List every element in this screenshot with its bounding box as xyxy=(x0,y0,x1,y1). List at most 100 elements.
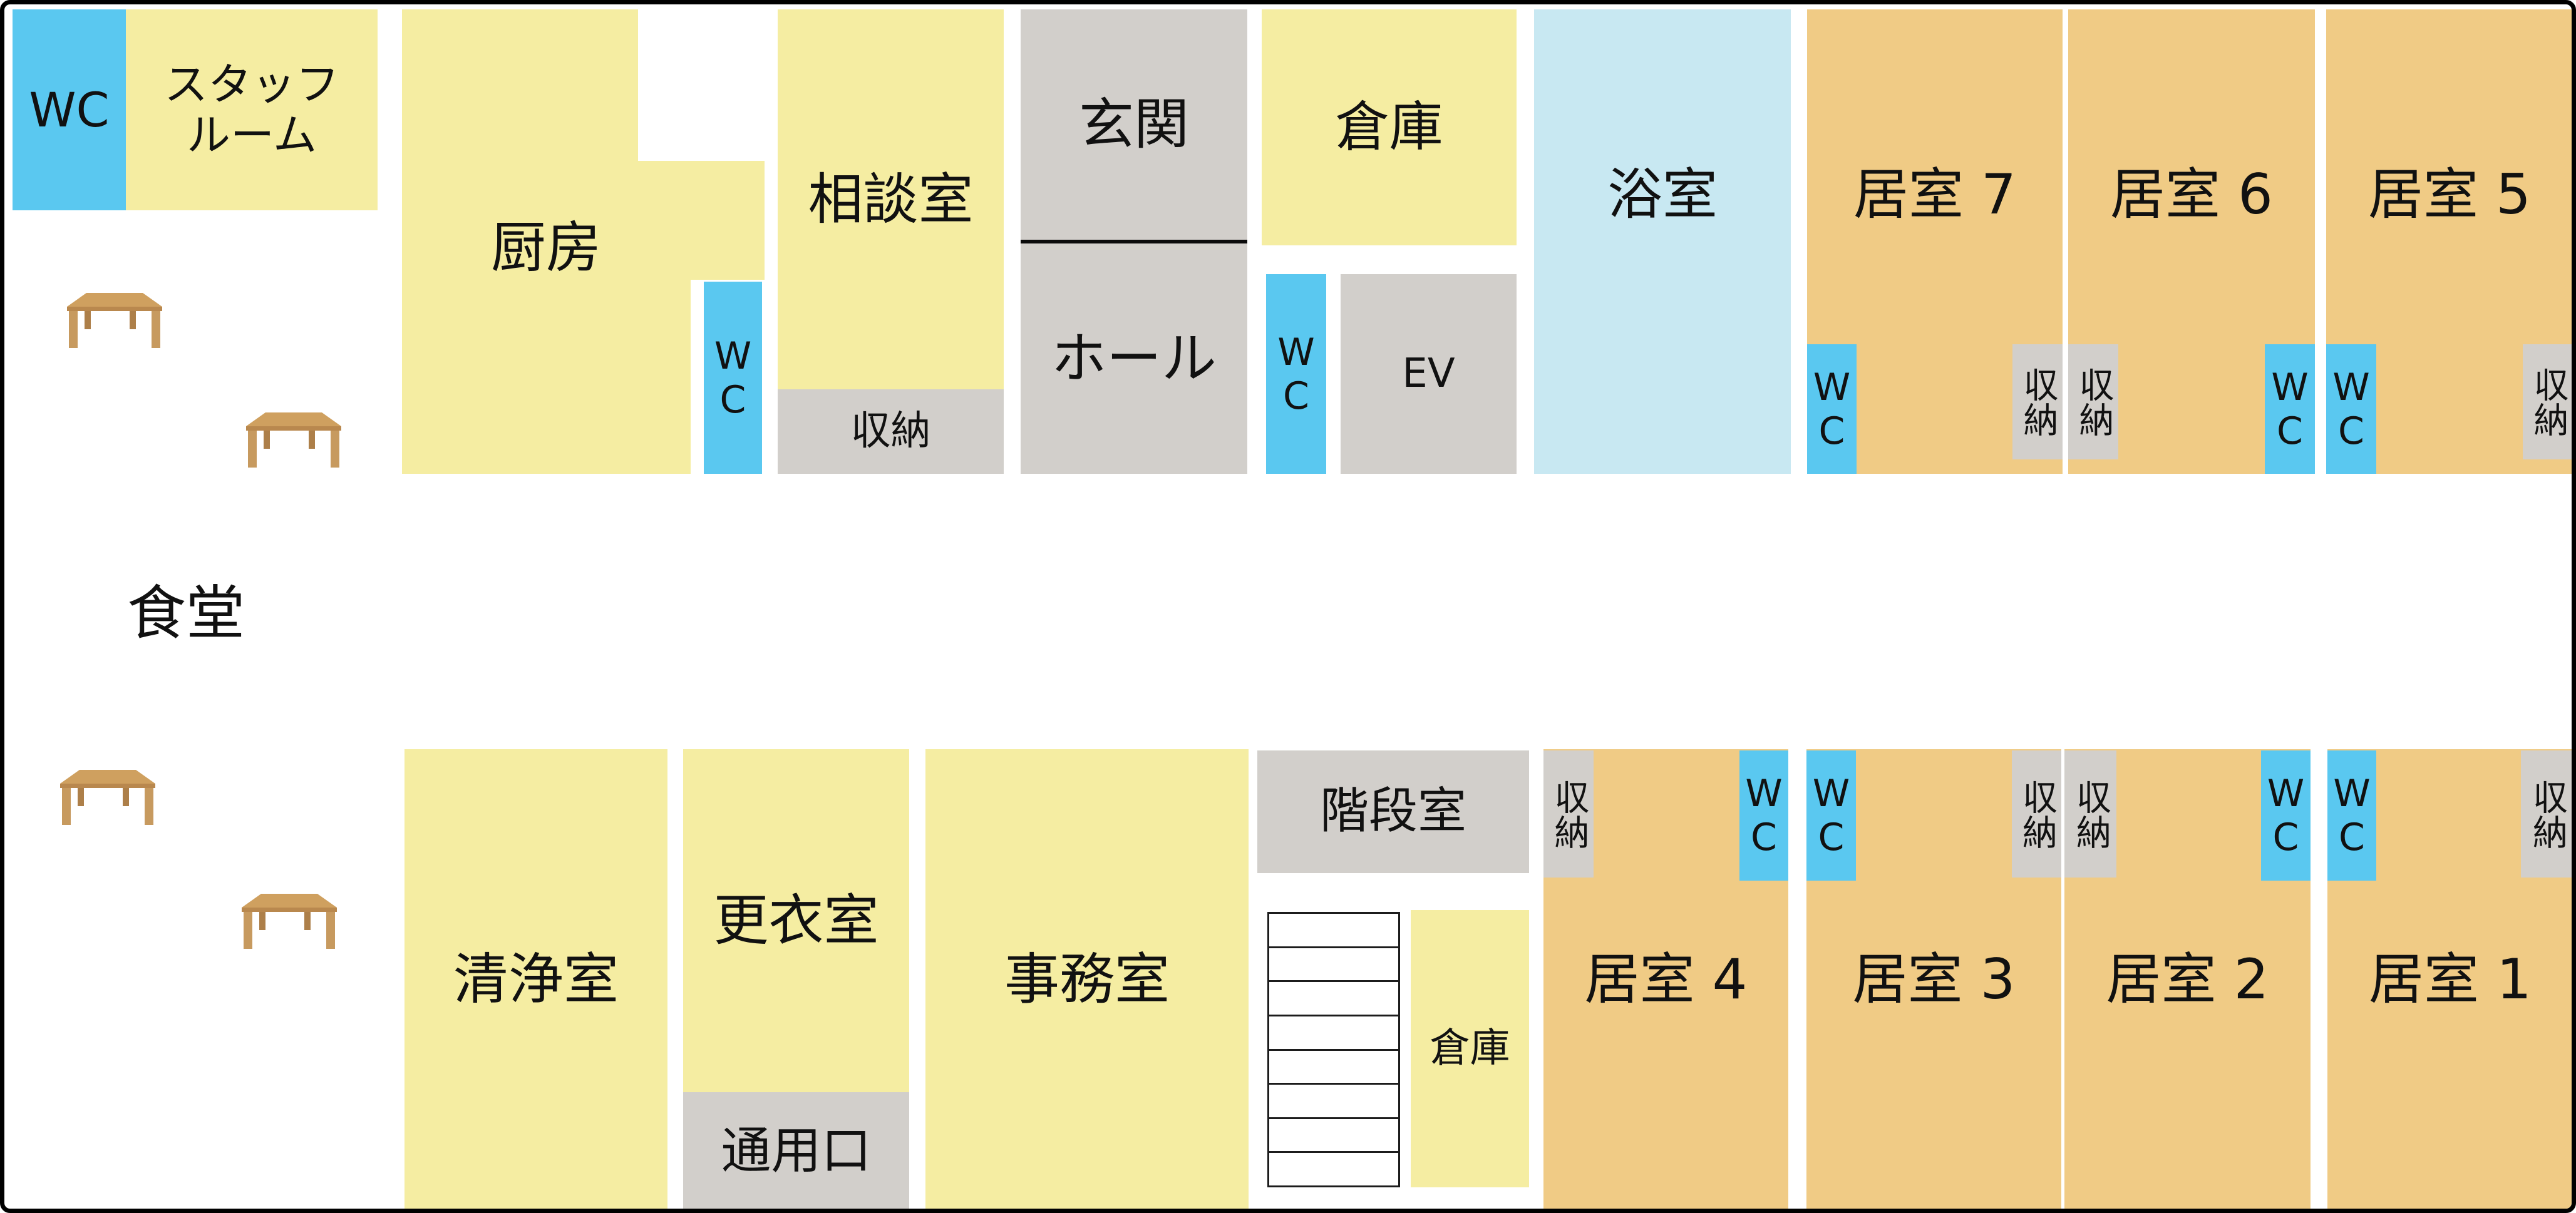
room-label-elevator: EV xyxy=(1402,350,1455,397)
room-consultation: 相談室 xyxy=(778,9,1004,389)
hall-area: ホール xyxy=(1021,243,1247,474)
room-entrance-hall: 玄関 ホール xyxy=(1021,9,1247,474)
room-wc-staff-area: WC xyxy=(13,9,126,210)
entrance-hall-divider xyxy=(1021,240,1247,243)
room4-storage-label: 収納 xyxy=(1548,779,1589,849)
room-label-bath: 浴室 xyxy=(1607,162,1718,227)
room3-wc-label: WC xyxy=(1809,772,1853,859)
staff-room-line2: ルーム xyxy=(187,109,317,161)
room-stairwell: 階段室 xyxy=(1257,750,1529,873)
room4-wc-label: WC xyxy=(1742,772,1786,859)
room7-wc: WC xyxy=(1807,344,1857,474)
room-label-kitchen: 厨房 xyxy=(490,215,601,280)
stair-step xyxy=(1269,914,1398,948)
room-3: 居室 3 WC 収納 xyxy=(1806,749,2061,1209)
room4-wc: WC xyxy=(1739,750,1788,881)
room1-wc: WC xyxy=(2327,750,2376,881)
room-label-service-entrance: 通用口 xyxy=(721,1122,872,1180)
room-label-7: 居室 7 xyxy=(1853,162,2016,227)
room-office: 事務室 xyxy=(925,749,1249,1209)
room-5: 居室 5 WC 収納 xyxy=(2326,9,2572,474)
room1-wc-label: WC xyxy=(2330,772,2374,859)
room-changing: 更衣室 xyxy=(683,749,909,1092)
stairs-icon xyxy=(1267,912,1400,1187)
room-label-4: 居室 4 xyxy=(1584,947,1748,1012)
room2-storage: 収納 xyxy=(2064,750,2116,878)
room6-wc-label: WC xyxy=(2268,365,2312,453)
room-2: 居室 2 収納 WC xyxy=(2064,749,2311,1209)
room2-wc: WC xyxy=(2261,750,2311,881)
room4-storage: 収納 xyxy=(1543,750,1594,878)
stair-step xyxy=(1269,982,1398,1016)
room-label-changing: 更衣室 xyxy=(713,888,879,953)
room-label-wc-corridor: WC xyxy=(1274,330,1318,418)
room3-storage: 収納 xyxy=(2012,750,2061,878)
room-wc-kitchen: WC xyxy=(704,282,762,474)
room1-storage: 収納 xyxy=(2521,750,2572,878)
room3-storage-label: 収納 xyxy=(2016,779,2058,849)
room-label-5: 居室 5 xyxy=(2368,162,2531,227)
room2-storage-label: 収納 xyxy=(2070,779,2111,849)
room-warehouse-top: 倉庫 xyxy=(1262,9,1517,245)
room7-storage: 収納 xyxy=(2012,344,2063,459)
room-label-hall: ホール xyxy=(1051,326,1217,391)
room7-storage-label: 収納 xyxy=(2017,367,2058,437)
stair-step xyxy=(1269,1085,1398,1119)
room-label-dining: 食堂 xyxy=(126,580,245,648)
table-graphic xyxy=(67,293,162,348)
room-label-wc-kitchen: WC xyxy=(711,334,755,422)
room-label-6: 居室 6 xyxy=(2110,162,2273,227)
dining-table-icon xyxy=(60,770,155,825)
room-label-consultation: 相談室 xyxy=(808,166,974,232)
entrance-area: 玄関 xyxy=(1021,9,1247,240)
room-6: 居室 6 収納 WC xyxy=(2068,9,2315,474)
stair-step xyxy=(1269,1119,1398,1154)
room-label-wc: WC xyxy=(29,81,110,138)
staff-room-line1: スタッフ xyxy=(164,59,339,110)
room-service-entrance: 通用口 xyxy=(683,1092,909,1209)
table-graphic xyxy=(60,770,155,825)
room-storage-consultation: 収納 xyxy=(778,389,1004,474)
room-warehouse-bottom: 倉庫 xyxy=(1411,910,1529,1187)
room5-wc-label: WC xyxy=(2329,365,2373,453)
room-wc-corridor: WC xyxy=(1266,274,1326,474)
room-cleaning: 清浄室 xyxy=(404,749,667,1209)
room-label-3: 居室 3 xyxy=(1852,947,2016,1012)
dining-table-icon xyxy=(246,412,341,468)
room3-wc: WC xyxy=(1806,750,1856,881)
stair-step xyxy=(1269,1153,1398,1185)
room-elevator: EV xyxy=(1341,274,1517,474)
room6-wc: WC xyxy=(2265,344,2315,474)
dining-table-icon xyxy=(242,894,337,949)
room2-wc-label: WC xyxy=(2264,772,2308,859)
room-label-office: 事務室 xyxy=(1004,947,1170,1012)
stair-step xyxy=(1269,948,1398,983)
room5-storage-label: 収納 xyxy=(2528,367,2568,437)
stair-step xyxy=(1269,1016,1398,1051)
room-label-staff-room: スタッフ ルーム xyxy=(164,59,339,160)
room-label-warehouse-top: 倉庫 xyxy=(1335,96,1443,159)
room-label-storage-consultation: 収納 xyxy=(850,407,931,454)
dining-area-label: 食堂 xyxy=(92,580,280,648)
room-label-entrance: 玄関 xyxy=(1078,92,1189,157)
room6-storage: 収納 xyxy=(2068,344,2118,459)
room5-storage: 収納 xyxy=(2523,344,2572,459)
room7-wc-label: WC xyxy=(1810,365,1854,453)
table-graphic xyxy=(246,412,341,468)
room-label-stairwell: 階段室 xyxy=(1319,783,1466,840)
room-7: 居室 7 WC 収納 xyxy=(1807,9,2063,474)
room6-storage-label: 収納 xyxy=(2073,367,2114,437)
room-label-2: 居室 2 xyxy=(2106,947,2269,1012)
room-label-1: 居室 1 xyxy=(2369,947,2532,1012)
room1-storage-label: 収納 xyxy=(2527,779,2568,849)
table-graphic xyxy=(242,894,337,949)
room-label-cleaning: 清浄室 xyxy=(453,947,619,1012)
dining-table-icon xyxy=(67,293,162,348)
room-4: 居室 4 収納 WC xyxy=(1543,749,1788,1209)
room5-wc: WC xyxy=(2326,344,2376,474)
room-staff-room: スタッフ ルーム xyxy=(126,9,378,210)
stair-step xyxy=(1269,1051,1398,1085)
room-1: 居室 1 WC 収納 xyxy=(2327,749,2572,1209)
room-bath: 浴室 xyxy=(1534,9,1791,474)
